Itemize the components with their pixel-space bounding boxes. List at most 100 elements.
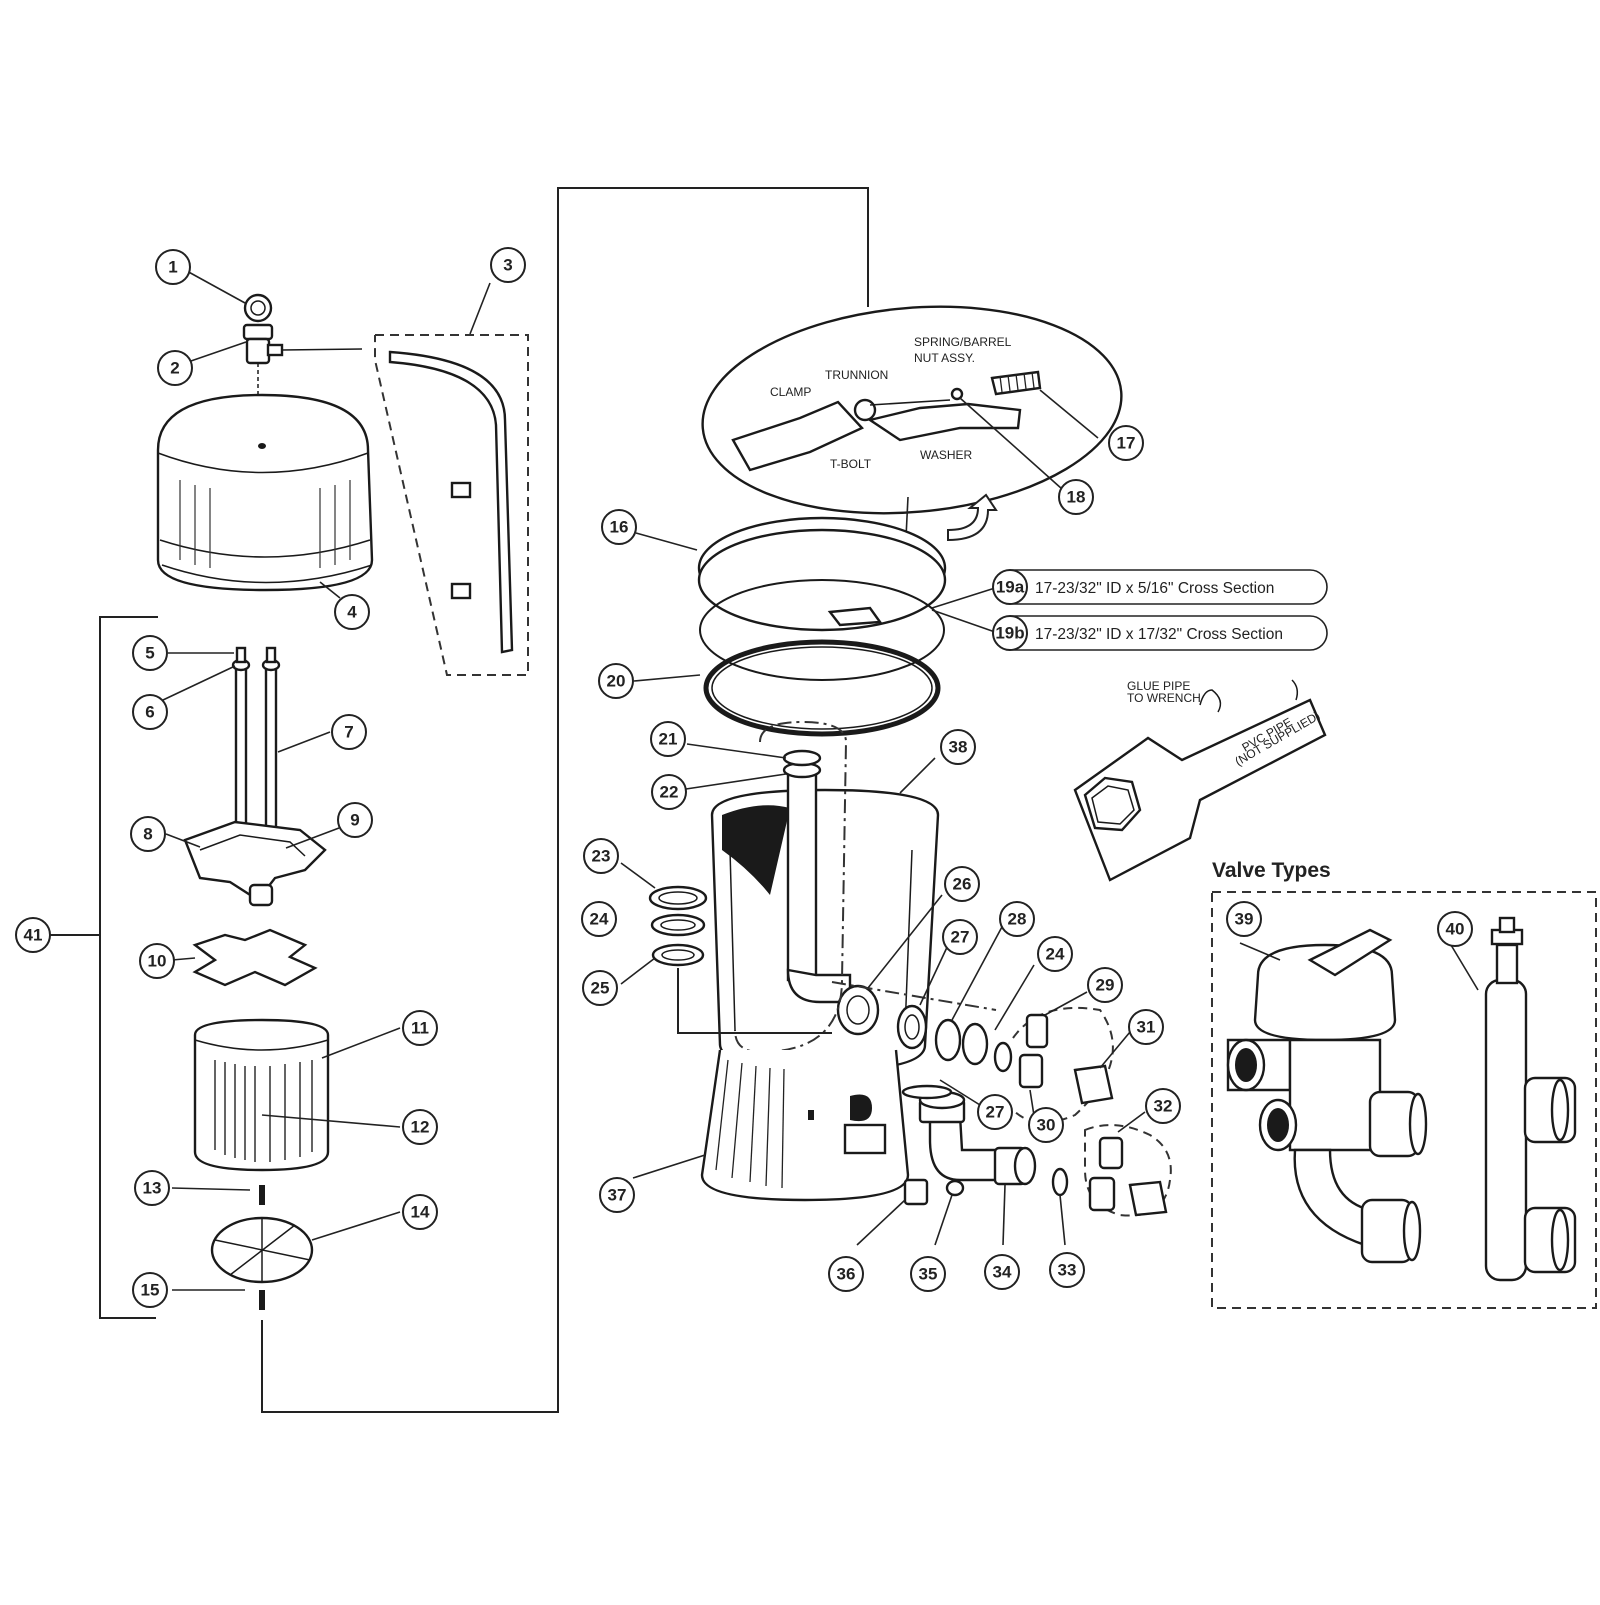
air-relief-tube-part: [374, 334, 529, 676]
callout-circle: [984, 1254, 1020, 1290]
callout-circle: [331, 714, 367, 750]
callout-number: 25: [591, 979, 610, 998]
callout-24: 24: [1037, 936, 1073, 972]
callout-circle: [601, 509, 637, 545]
union-rings-left: [648, 885, 832, 1034]
callout-5: 5: [132, 635, 168, 671]
label-t-bolt: T-BOLT: [830, 457, 872, 471]
spec-19a-text: 17-23/32" ID x 5/16" Cross Section: [1035, 580, 1274, 597]
callout-circle: [1108, 425, 1144, 461]
callout-number: 3: [503, 256, 512, 275]
callout-32: 32: [1145, 1088, 1181, 1124]
callout-12: 12: [402, 1109, 438, 1145]
callout-number: 13: [143, 1179, 162, 1198]
callout-circle: [910, 1256, 946, 1292]
label-to-wrench: TO WRENCH: [1127, 691, 1201, 705]
callout-31: 31: [1128, 1009, 1164, 1045]
callout-27: 27: [977, 1094, 1013, 1130]
callout-number: 34: [993, 1263, 1012, 1282]
callout-15: 15: [132, 1272, 168, 1308]
callout-39: 39: [1226, 901, 1262, 937]
callout-number: 18: [1067, 488, 1086, 507]
callout-17: 17: [1108, 425, 1144, 461]
callout-number: 8: [143, 825, 152, 844]
callout-9: 9: [337, 802, 373, 838]
callout-circle: [942, 919, 978, 955]
callout-circle: [155, 249, 191, 285]
callout-number: 14: [411, 1203, 430, 1222]
callout-21: 21: [650, 721, 686, 757]
callout-number: 6: [145, 703, 154, 722]
callout-18: 18: [1058, 479, 1094, 515]
callout-circle: [1087, 967, 1123, 1003]
label-washer: WASHER: [920, 448, 973, 462]
callout-number: 4: [347, 603, 357, 622]
callout-circle: [132, 635, 168, 671]
callout-number: 31: [1137, 1018, 1156, 1037]
label-clamp: CLAMP: [770, 385, 811, 399]
callout-circle: [15, 917, 51, 953]
callout-19b: 19b: [995, 624, 1024, 643]
callout-circle: [1437, 911, 1473, 947]
callout-circle: [1028, 1107, 1064, 1143]
callout-number: 5: [145, 644, 154, 663]
standpipe-part: [231, 646, 281, 835]
callout-number: 11: [411, 1019, 429, 1038]
callout-11: 11: [402, 1010, 438, 1046]
callout-circle: [130, 816, 166, 852]
clamp-ring-part: [697, 516, 947, 632]
callout-number: 41: [24, 926, 43, 945]
callout-circle: [402, 1109, 438, 1145]
callout-number: 37: [608, 1186, 627, 1205]
callout-number: 27: [951, 928, 970, 947]
spec-row-19b: 19b 17-23/32" ID x 17/32" Cross Section: [992, 615, 1328, 651]
callout-circle: [157, 350, 193, 386]
tank-lid-part: [156, 393, 374, 592]
callout-25: 25: [582, 970, 618, 1006]
callout-1: 1: [155, 249, 191, 285]
callout-circle: [1058, 479, 1094, 515]
spec-19b-text: 17-23/32" ID x 17/32" Cross Section: [1035, 626, 1283, 643]
callout-number: 24: [1046, 945, 1065, 964]
callout-number: 7: [344, 723, 353, 742]
callout-7: 7: [331, 714, 367, 750]
callout-circle: [134, 1170, 170, 1206]
assembly-connector-lines: [48, 187, 869, 1413]
o-ring-20-part: [703, 639, 941, 737]
callout-circle: [1226, 901, 1262, 937]
callout-circle: [598, 663, 634, 699]
callout-2: 2: [157, 350, 193, 386]
clamp-detail-labels: SPRING/BARREL NUT ASSY. TRUNNION CLAMP W…: [770, 335, 1012, 471]
callout-3: 3: [490, 247, 526, 283]
pressure-gauge-part: [242, 293, 363, 442]
callout-10: 10: [139, 943, 175, 979]
callout-circle: [132, 694, 168, 730]
callout-number: 21: [659, 730, 678, 749]
callout-number: 29: [1096, 976, 1115, 995]
callout-circle: [583, 838, 619, 874]
callout-circle: [940, 729, 976, 765]
label-glue-pipe: GLUE PIPE: [1127, 679, 1190, 693]
callout-28: 28: [999, 901, 1035, 937]
callout-circle: [599, 1177, 635, 1213]
callout-circle: [132, 1272, 168, 1308]
callout-35: 35: [910, 1256, 946, 1292]
manifold-gasket-part: [192, 928, 318, 987]
rotate-arrow-icon: [947, 493, 998, 542]
callout-number: 23: [592, 847, 611, 866]
callout-number: 35: [919, 1265, 938, 1284]
callout-20: 20: [598, 663, 634, 699]
callout-8: 8: [130, 816, 166, 852]
callout-number: 2: [170, 359, 179, 378]
callout-33: 33: [1049, 1252, 1085, 1288]
callout-23: 23: [583, 838, 619, 874]
callout-number: 22: [660, 783, 679, 802]
label-trunnion: TRUNNION: [825, 368, 888, 382]
callout-circle: [582, 970, 618, 1006]
manifold-part: [183, 820, 327, 907]
callout-layer: 1234567891011121314151617182021222324252…: [15, 247, 1473, 1308]
clamp-detail: [701, 305, 1123, 619]
callout-circle: [1037, 936, 1073, 972]
callout-number: 40: [1446, 920, 1465, 939]
